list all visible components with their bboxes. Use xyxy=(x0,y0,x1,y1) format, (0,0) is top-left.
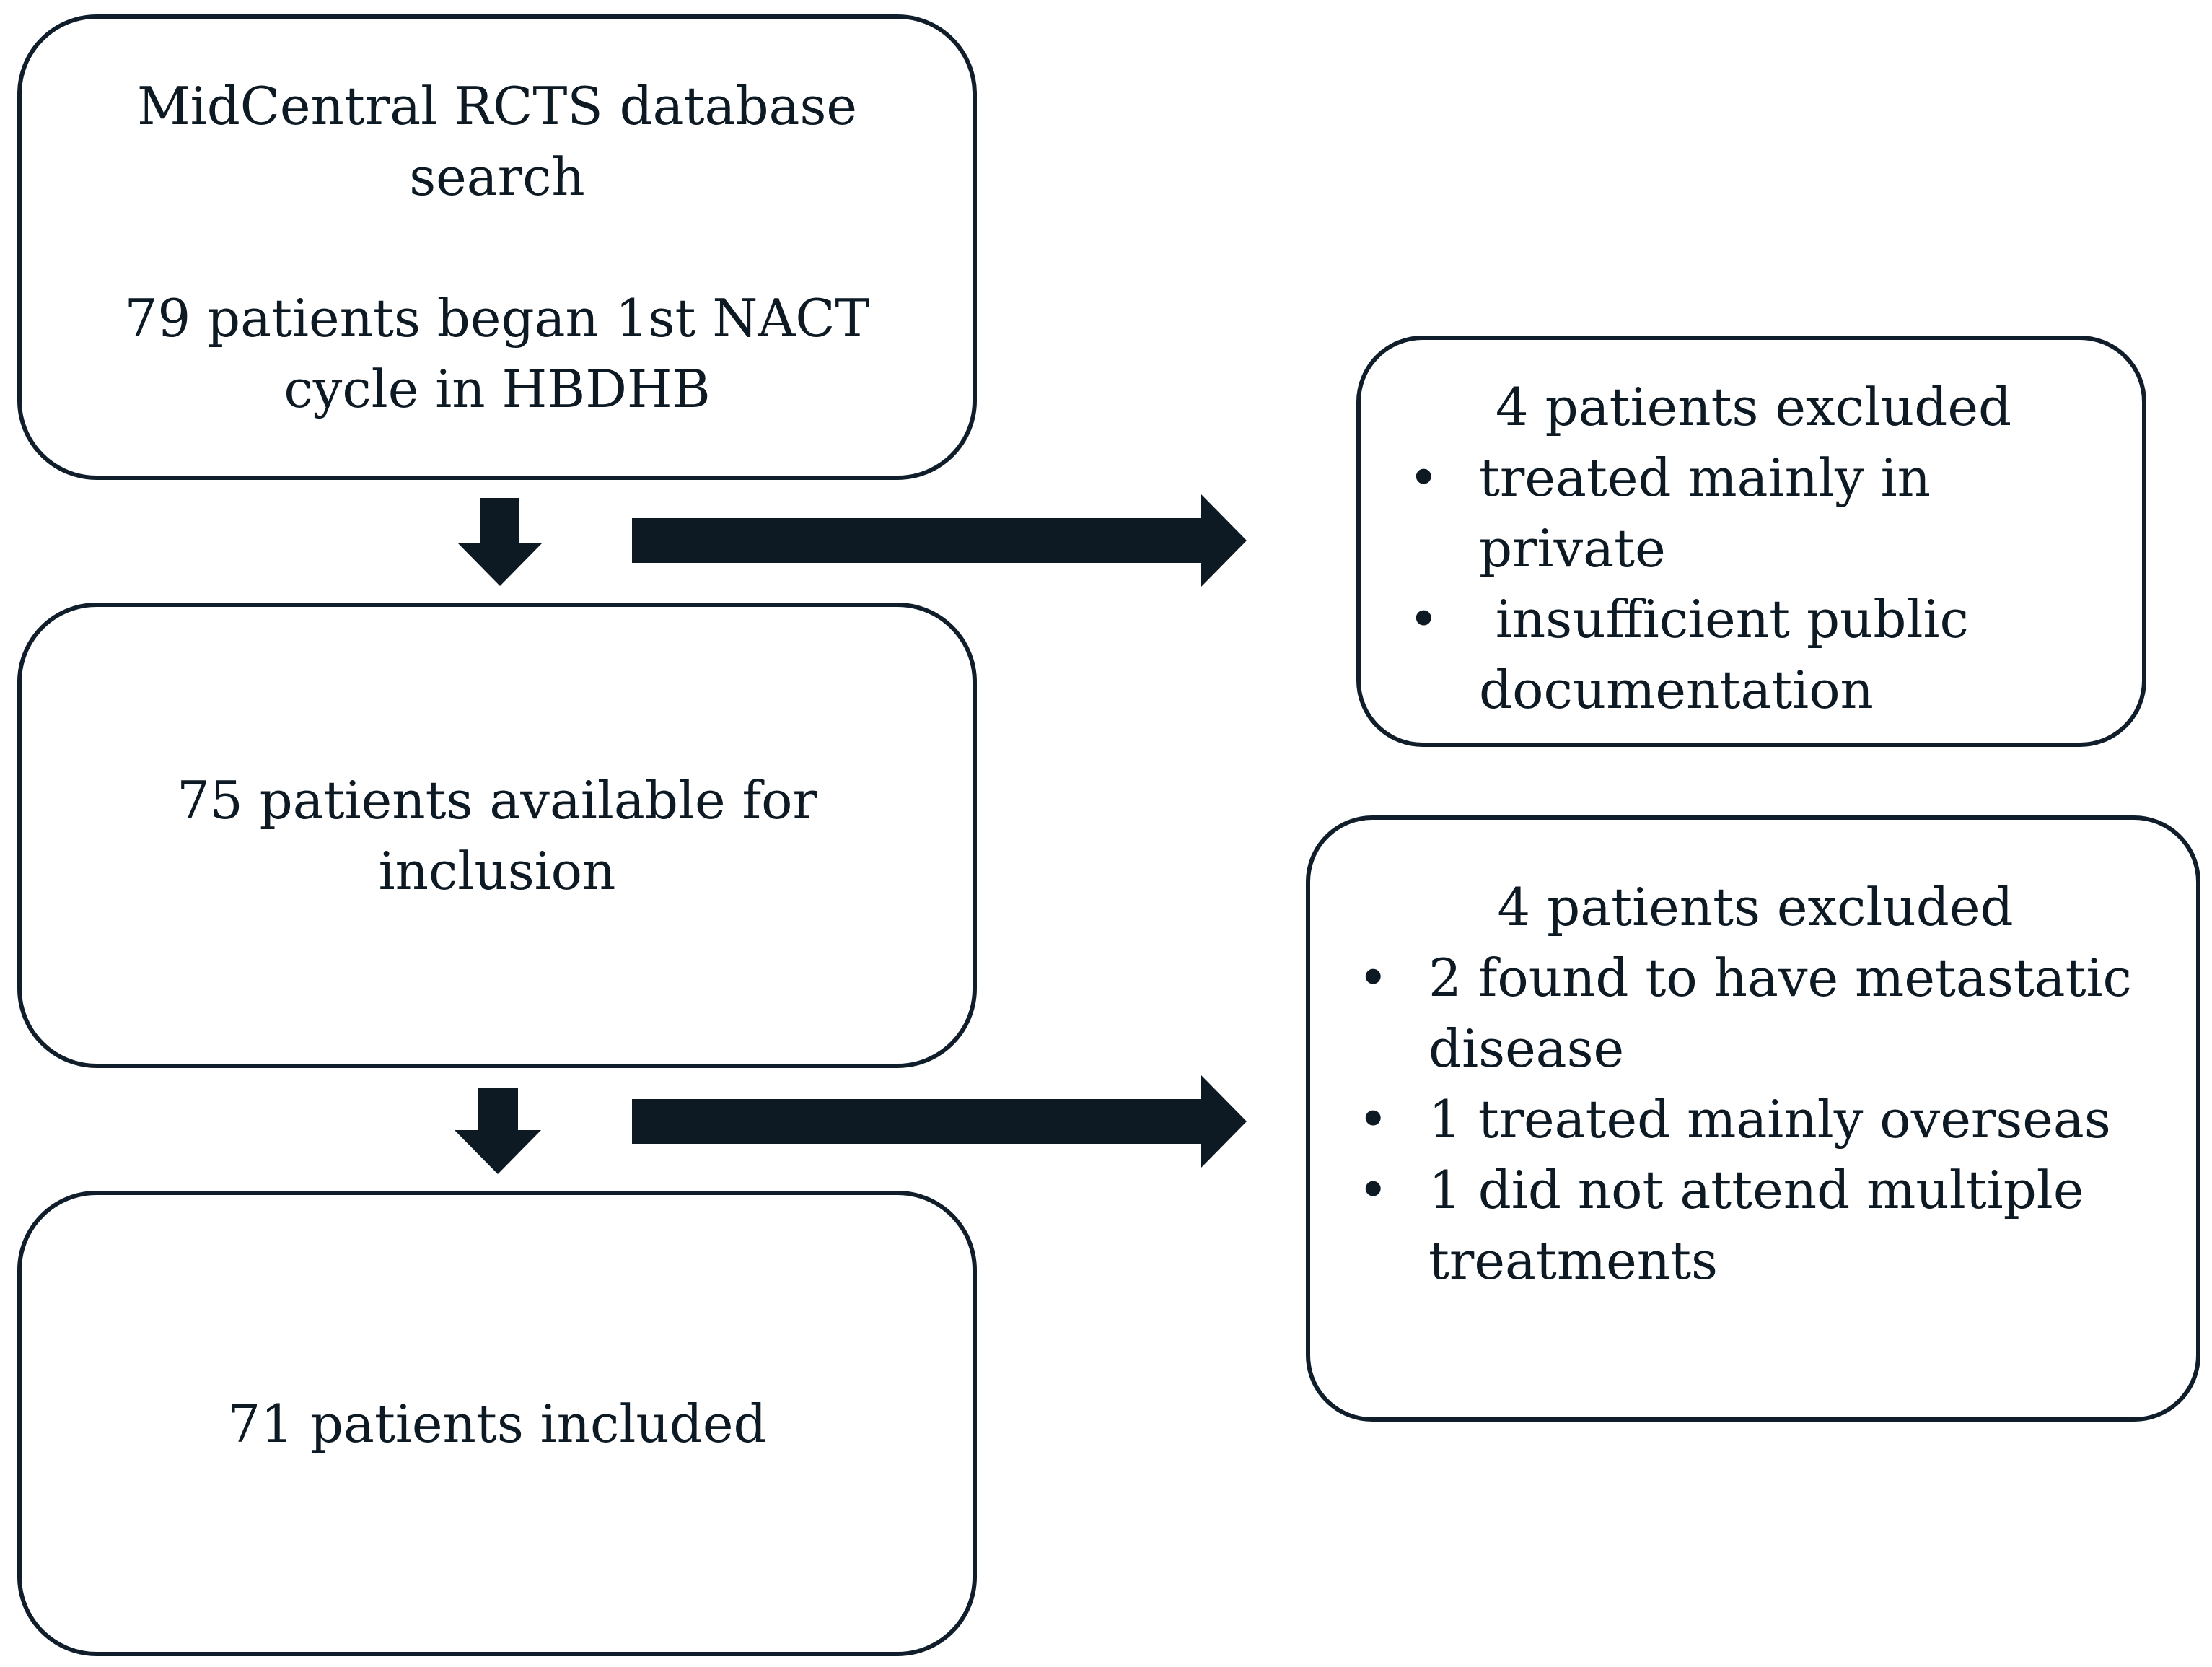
patients-included-text: 71 patients included xyxy=(227,1393,767,1454)
exclusion-box-2: 4 patients excluded • 2 found to have me… xyxy=(1306,815,2200,1422)
bullet-icon: • xyxy=(1408,589,1439,649)
exclusion-2-list: • 2 found to have metastatic disease • 1… xyxy=(1358,942,2153,1296)
bullet-icon: • xyxy=(1358,1160,1389,1220)
available-box: 75 patients available for inclusion xyxy=(17,603,977,1068)
available-box-content: 75 patients available for inclusion xyxy=(136,765,858,906)
exclusion-1-item: • treated mainly in private xyxy=(1408,442,2099,584)
exclusion-2-item: • 1 treated mainly overseas xyxy=(1358,1084,2153,1155)
bullet-icon: • xyxy=(1408,447,1439,508)
exclusion-1-item: • insufficient public documentation xyxy=(1408,584,2099,725)
search-box-content: MidCentral RCTS database search 79 patie… xyxy=(82,71,912,424)
patients-available-text: 75 patients available for inclusion xyxy=(177,769,817,901)
right-arrow-icon xyxy=(632,494,1247,587)
exclusion-1-title: 4 patients excluded xyxy=(1495,377,2012,437)
exclusion-1-list: • treated mainly in private • insufficie… xyxy=(1408,442,2099,725)
right-arrow-icon xyxy=(632,1075,1247,1168)
bullet-icon: • xyxy=(1358,948,1389,1008)
down-arrow-icon xyxy=(455,1088,541,1174)
exclusion-2-title: 4 patients excluded xyxy=(1497,877,2014,937)
search-source-text: MidCentral RCTS database search xyxy=(136,75,858,207)
bullet-icon: • xyxy=(1358,1089,1389,1150)
search-box: MidCentral RCTS database search 79 patie… xyxy=(17,14,977,480)
down-arrow-icon xyxy=(457,498,543,586)
exclusion-box-1: 4 patients excluded • treated mainly in … xyxy=(1356,336,2146,747)
included-box-content: 71 patients included xyxy=(100,1388,894,1459)
patients-began-text: 79 patients began 1st NACT cycle in HBDH… xyxy=(124,287,870,419)
exclusion-2-item: • 2 found to have metastatic disease xyxy=(1358,942,2153,1084)
included-box: 71 patients included xyxy=(17,1191,977,1656)
exclusion-2-item: • 1 did not attend multiple treatments xyxy=(1358,1155,2153,1296)
